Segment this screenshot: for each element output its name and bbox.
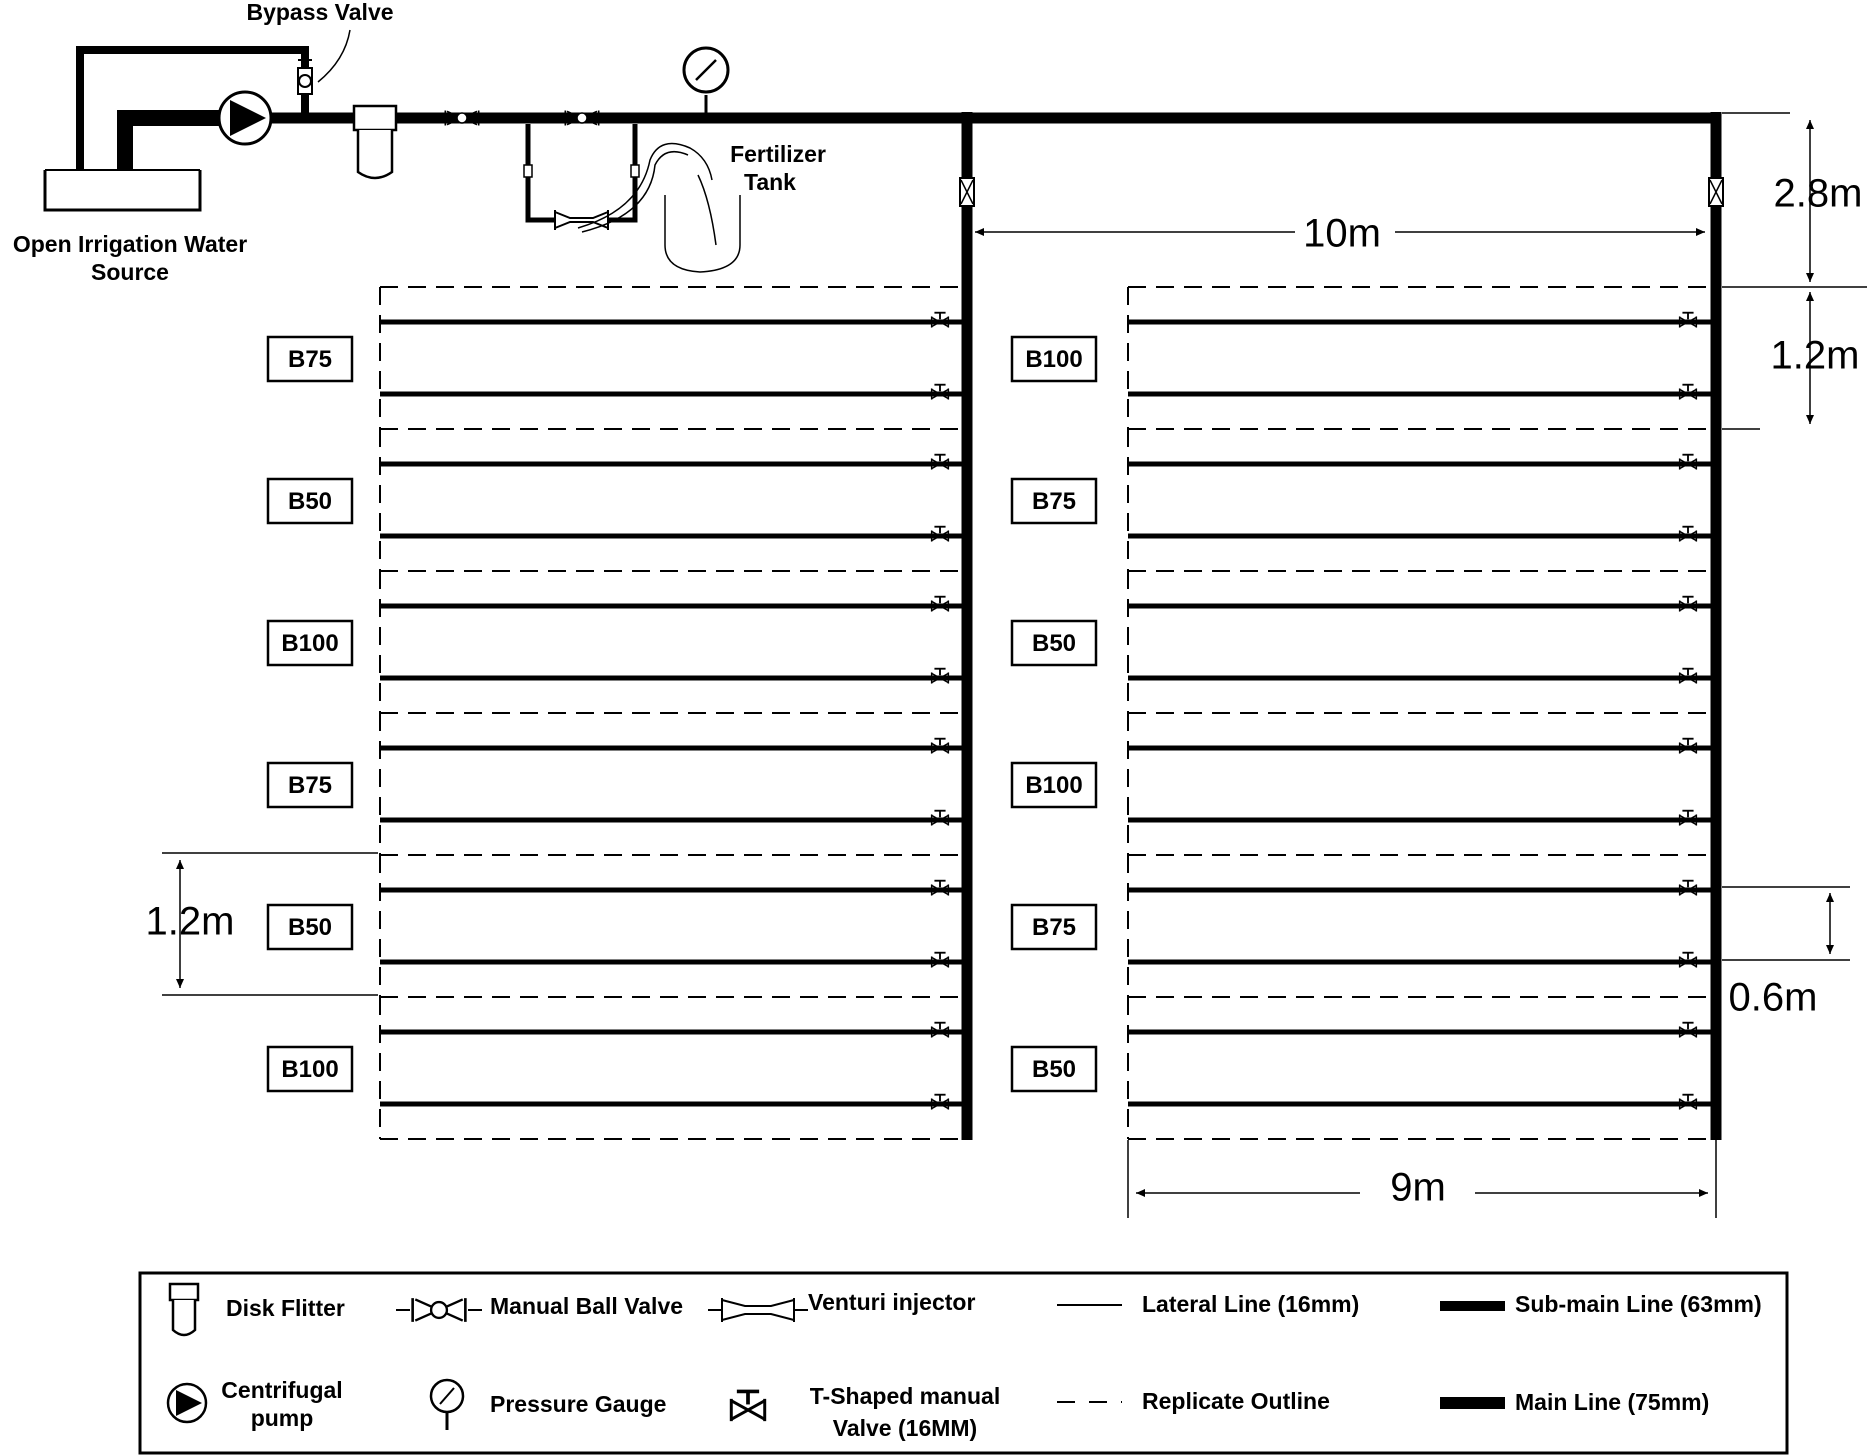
dimension-top-height-label: 2.8m <box>1774 172 1863 216</box>
water-source-tank <box>43 169 202 212</box>
plot-label: B75 <box>1032 488 1076 515</box>
disk-filter-icon <box>352 104 398 180</box>
plot-label-box <box>1010 477 1098 525</box>
plot-label: B50 <box>288 488 332 515</box>
dimension-row-spacing-left-label: 1.2m <box>146 900 235 944</box>
plot-label: B50 <box>1032 1056 1076 1083</box>
bypass-valve-leader <box>317 29 351 83</box>
plot-label-box <box>1010 761 1098 809</box>
legend-tvalve-label-1: T-Shaped manual <box>810 1383 1000 1409</box>
plot-right-4: B100 <box>1010 712 1711 855</box>
legend-tvalve-label-2: Valve (16MM) <box>833 1415 977 1441</box>
legend-venturi-label: Venturi injector <box>808 1289 975 1315</box>
legend-ball-valve-label: Manual Ball Valve <box>490 1293 683 1319</box>
plot-left-1: B75 <box>266 286 962 429</box>
plot-left-2: B50 <box>266 428 962 571</box>
fertilizer-label-2: Tank <box>744 169 796 195</box>
plot-label-box <box>266 1045 354 1093</box>
plot-label: B75 <box>1032 914 1076 941</box>
plot-label: B50 <box>288 914 332 941</box>
dimension-top-height <box>1722 112 1867 288</box>
plot-label-box <box>1010 1045 1098 1093</box>
plot-right-3: B50 <box>1010 570 1711 713</box>
plot-label: B100 <box>281 630 338 657</box>
dimension-row-spacing-right-label: 1.2m <box>1771 334 1860 378</box>
submain-valve-left <box>959 177 975 207</box>
legend-box <box>138 1271 1789 1455</box>
legend-mainline-label: Main Line (75mm) <box>1515 1389 1709 1415</box>
pressure-gauge-icon <box>682 46 730 113</box>
plot-label-box <box>266 903 354 951</box>
plot-right-2: B75 <box>1010 428 1711 571</box>
bypass-valve-label: Bypass Valve <box>246 0 393 25</box>
bypass-valve-icon <box>297 59 313 95</box>
water-source-label-1: Open Irrigation Water <box>13 231 247 257</box>
legend-pump-label-1: Centrifugal <box>221 1377 342 1403</box>
dimension-lateral-spacing <box>1722 886 1850 961</box>
legend-replicate-label: Replicate Outline <box>1142 1388 1330 1414</box>
dimension-row-spacing-right <box>1722 292 1814 430</box>
plot-label-box <box>266 761 354 809</box>
plot-label: B100 <box>1025 346 1082 373</box>
plot-label: B75 <box>288 346 332 373</box>
plot-label-box <box>1010 619 1098 667</box>
dimension-row-spacing-left <box>162 852 378 996</box>
plot-label-box <box>266 619 354 667</box>
plot-right-1: B100 <box>1010 286 1711 429</box>
legend-pump-icon <box>166 1382 208 1424</box>
dimension-lateral-spacing-label: 0.6m <box>1729 976 1818 1020</box>
legend-lateral-label: Lateral Line (16mm) <box>1142 1291 1359 1317</box>
fertilizer-label-1: Fertilizer <box>730 141 826 167</box>
legend: Disk Flitter Manual Ball Valve Venturi i… <box>138 1271 1789 1455</box>
dimension-lateral-length-label: 9m <box>1390 1166 1446 1210</box>
legend-disk-filter-label: Disk Flitter <box>226 1295 345 1321</box>
plot-label: B100 <box>1025 772 1082 799</box>
plot-left-4: B75 <box>266 712 962 855</box>
plot-label-box <box>1010 335 1098 383</box>
plot-label: B50 <box>1032 630 1076 657</box>
plot-label-box <box>266 335 354 383</box>
plot-left-6: B100 <box>266 996 962 1140</box>
centrifugal-pump <box>217 90 273 146</box>
dimension-main-span-label: 10m <box>1303 212 1381 256</box>
plot-label: B100 <box>281 1056 338 1083</box>
main-line <box>396 112 1722 1140</box>
legend-pressure-gauge-icon <box>429 1378 465 1430</box>
plot-right-6: B50 <box>1010 996 1711 1140</box>
legend-pressure-gauge-label: Pressure Gauge <box>490 1391 666 1417</box>
legend-disk-filter-icon <box>168 1282 200 1337</box>
legend-venturi-icon <box>708 1298 808 1322</box>
fertilizer-tank-icon <box>577 142 741 273</box>
plot-left-3: B100 <box>266 570 962 713</box>
submain-valve-right <box>1708 177 1724 207</box>
legend-ball-valve-icon <box>396 1296 482 1324</box>
plot-right-5: B75 <box>1010 854 1711 997</box>
plot-label: B75 <box>288 772 332 799</box>
plot-label-box <box>1010 903 1098 951</box>
legend-submain-label: Sub-main Line (63mm) <box>1515 1291 1762 1317</box>
plot-label-box <box>266 477 354 525</box>
water-source-label-2: Source <box>91 259 169 285</box>
plot-left-5: B50 <box>266 854 962 997</box>
dimension-lateral-length <box>1127 1140 1717 1218</box>
legend-pump-label-2: pump <box>251 1405 314 1431</box>
venturi-loop <box>523 124 640 230</box>
